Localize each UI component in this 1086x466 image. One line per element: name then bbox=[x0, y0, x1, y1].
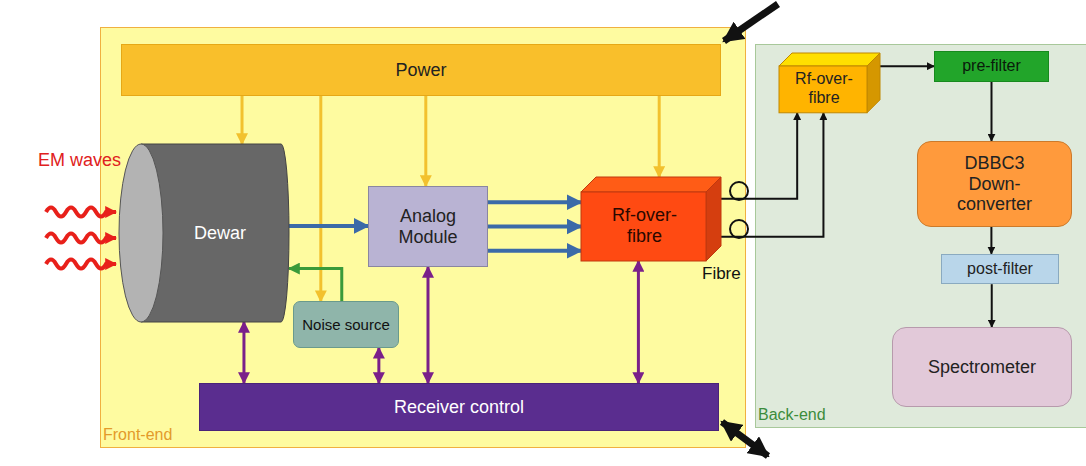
signal-connector bbox=[488, 225, 581, 229]
downconverter-box: DBBC3 Down-converter bbox=[917, 141, 1072, 227]
external-power-arrow bbox=[724, 4, 778, 41]
signal-connector bbox=[991, 284, 993, 327]
em-waves-label: EM waves bbox=[38, 150, 121, 171]
node-label: Analog Module bbox=[378, 206, 478, 247]
analog-module-box: Analog Module bbox=[368, 186, 488, 267]
box-front-face bbox=[581, 192, 706, 261]
signal-connector bbox=[427, 267, 430, 383]
signal-connector bbox=[991, 82, 993, 141]
power-bar: Power bbox=[121, 44, 721, 96]
node-label: Back-end bbox=[758, 406, 826, 424]
signal-connector bbox=[488, 200, 581, 204]
em-wave bbox=[46, 260, 116, 269]
pre-filter-box: pre-filter bbox=[934, 51, 1049, 82]
node-label: Rf-over-fibre bbox=[789, 70, 859, 107]
box-side-face bbox=[867, 53, 880, 113]
node-label: Receiver control bbox=[394, 397, 524, 418]
signal-connector bbox=[289, 269, 342, 302]
signal-connector bbox=[658, 96, 661, 177]
receiver-control-bar: Receiver control bbox=[199, 383, 719, 431]
external-control-arrow bbox=[722, 422, 768, 456]
em-wave bbox=[46, 208, 116, 217]
signal-connector bbox=[990, 227, 992, 254]
node-label: Spectrometer bbox=[928, 357, 1036, 378]
em-wave-symbols bbox=[46, 208, 116, 269]
cylinder-face bbox=[119, 144, 163, 322]
signal-connector bbox=[721, 113, 797, 199]
node-label: pre-filter bbox=[962, 57, 1021, 75]
signal-connector bbox=[377, 348, 380, 383]
node-label: Front-end bbox=[103, 426, 172, 444]
signal-connector bbox=[880, 65, 934, 67]
front-end-panel: Front-end PowerDewar Analog Module Rf-over-… bbox=[100, 27, 745, 447]
back-end-panel: Back-end Rf-over-fibre pre-filterDBBC3 Dow… bbox=[755, 44, 1086, 427]
signal-connector bbox=[319, 96, 322, 301]
front-end-ground bbox=[101, 28, 746, 448]
rf-over-fibre-box: Rf-over-fibre bbox=[581, 177, 721, 261]
em-wave bbox=[46, 234, 116, 243]
node-label: Rf-over-fibre bbox=[597, 205, 692, 246]
node-label: Noise source bbox=[302, 316, 390, 333]
signal-connector bbox=[488, 249, 581, 253]
spectrometer-box: Spectrometer bbox=[892, 327, 1072, 407]
signal-connector bbox=[289, 224, 368, 228]
box-front-face bbox=[779, 66, 867, 113]
signal-connector bbox=[424, 96, 427, 186]
node-label: Dewar bbox=[194, 223, 246, 244]
signal-connector bbox=[242, 322, 245, 383]
noise-source-box: Noise source bbox=[293, 301, 399, 348]
box-top-face bbox=[581, 177, 721, 192]
node-label: DBBC3 Down-converter bbox=[945, 153, 1045, 215]
fibre-label: Fibre bbox=[700, 264, 743, 284]
box-side-face bbox=[706, 177, 721, 261]
signal-connector bbox=[721, 113, 823, 237]
box-top-face bbox=[779, 53, 880, 66]
signal-connector bbox=[241, 96, 244, 144]
fibre-coil bbox=[730, 182, 748, 200]
post-filter-box: post-filter bbox=[941, 254, 1059, 284]
dewar-cylinder: Dewar bbox=[119, 144, 289, 322]
fibre-coil bbox=[730, 220, 748, 238]
signal-connector bbox=[637, 261, 640, 383]
rf-over-fibre-box: Rf-over-fibre bbox=[779, 53, 880, 113]
node-label: Power bbox=[395, 60, 446, 81]
node-label: post-filter bbox=[967, 260, 1033, 278]
